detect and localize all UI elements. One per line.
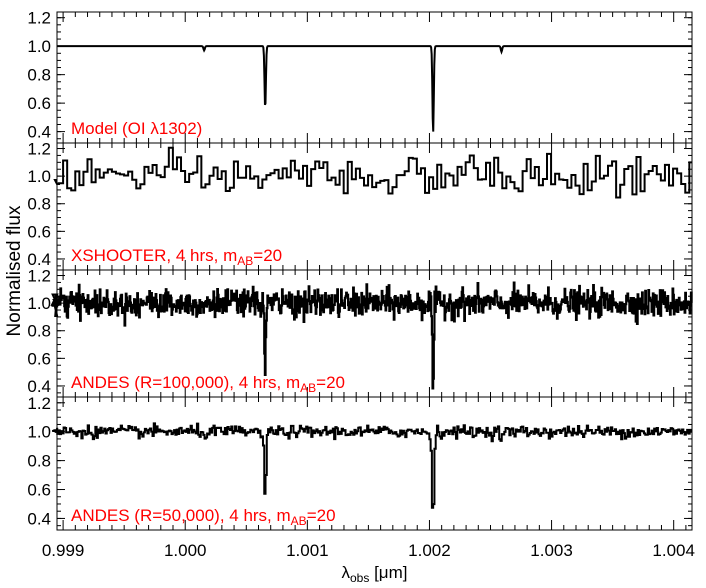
y-tick-label: 0.6	[27, 349, 51, 368]
y-tick-label: 1.0	[27, 294, 51, 313]
x-axis-label: λobs [μm]	[342, 563, 408, 583]
y-tick-label: 1.0	[27, 37, 51, 56]
y-tick-label: 0.8	[27, 322, 51, 341]
x-axis-label-unit: [μm]	[369, 563, 407, 582]
panel-label: Model (OI λ1302)	[71, 119, 202, 138]
x-tick-label: 1.002	[408, 541, 451, 560]
panel-label: XSHOOTER, 4 hrs, mAB=20	[71, 246, 282, 268]
y-tick-label: 0.4	[27, 123, 51, 142]
panel-label-sub: AB	[291, 514, 307, 528]
panel-label-sub: AB	[300, 381, 316, 395]
x-tick-label: 1.000	[164, 541, 207, 560]
y-tick-label: 0.6	[27, 222, 51, 241]
y-tick-label: 0.8	[27, 66, 51, 85]
panel-label-main: Model (OI λ1302)	[71, 119, 202, 138]
panel-label-tail: =20	[307, 506, 336, 525]
x-axis-label-main: λ	[342, 563, 351, 582]
y-tick-label: 1.2	[27, 9, 51, 28]
y-tick-label: 1.0	[27, 423, 51, 442]
y-tick-label: 1.2	[27, 394, 51, 413]
y-tick-label: 0.4	[27, 377, 51, 396]
x-tick-label: 0.999	[42, 541, 85, 560]
y-tick-label: 0.6	[27, 481, 51, 500]
panel-label-tail: =20	[316, 373, 345, 392]
x-tick-label: 1.004	[652, 541, 695, 560]
y-tick-label: 1.2	[27, 140, 51, 159]
panel-frame	[56, 396, 693, 531]
x-axis-label-sub: obs	[350, 571, 369, 583]
y-tick-label: 0.8	[27, 195, 51, 214]
panel-label: ANDES (R=100,000), 4 hrs, mAB=20	[71, 373, 345, 395]
y-tick-label: 0.8	[27, 452, 51, 471]
y-axis-label: Normalised flux	[4, 205, 25, 336]
panel-label-main: XSHOOTER, 4 hrs, m	[71, 246, 237, 265]
spectrum-andes100	[50, 281, 693, 390]
y-tick-label: 0.6	[27, 94, 51, 113]
y-tick-label: 1.0	[27, 167, 51, 186]
panel-label-tail: =20	[253, 246, 282, 265]
spectrum-xshooter	[53, 146, 692, 199]
model-spectrum	[57, 45, 692, 132]
panel-label-main: ANDES (R=50,000), 4 hrs, m	[71, 506, 291, 525]
panel-label-sub: AB	[237, 254, 253, 268]
y-tick-label: 1.2	[27, 267, 51, 286]
y-tick-label: 0.4	[27, 509, 51, 528]
x-tick-label: 1.003	[530, 541, 573, 560]
panel-label: ANDES (R=50,000), 4 hrs, mAB=20	[71, 506, 336, 528]
spectrum-andes50	[52, 422, 692, 509]
panel-label-main: ANDES (R=100,000), 4 hrs, m	[71, 373, 300, 392]
x-tick-label: 1.001	[286, 541, 329, 560]
y-tick-label: 0.4	[27, 250, 51, 269]
